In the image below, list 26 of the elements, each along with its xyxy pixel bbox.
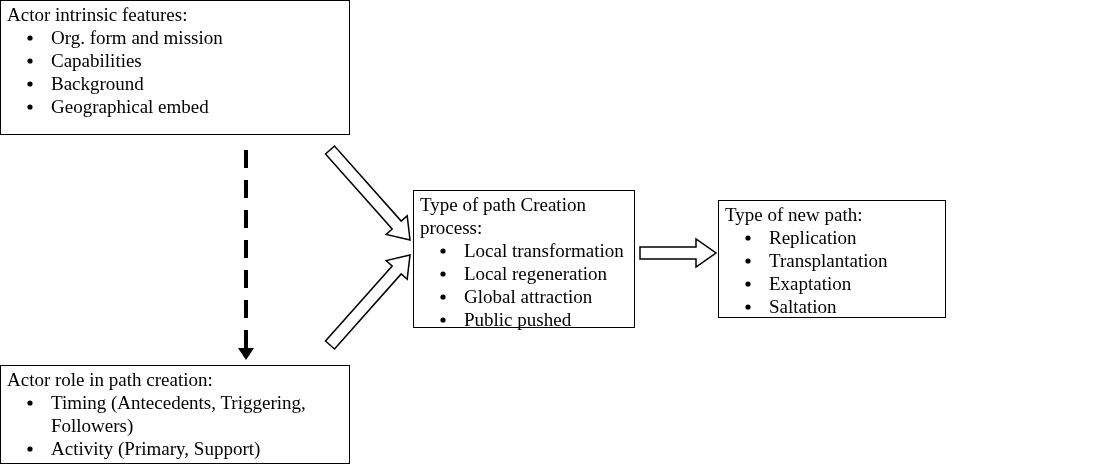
bullet-item: Transplantation: [743, 249, 939, 272]
bullet-item: Background: [25, 72, 343, 95]
bullet-item: Public pushed: [438, 308, 628, 331]
text-box: [0, 365, 350, 464]
bullet-item: Geographical embed: [25, 95, 343, 118]
text-box: [718, 200, 946, 318]
bullet-item: Local transformation: [438, 239, 628, 262]
box-heading: Type of path Creation process:: [420, 193, 587, 239]
block-arrow: [324, 144, 411, 241]
bullet-item: Timing (Antecedents, Triggering, Followers): [25, 391, 311, 437]
bullet-item: Global attraction: [438, 285, 628, 308]
text-box: [0, 0, 350, 135]
box-heading: Actor intrinsic features:: [7, 3, 189, 26]
box-heading: Actor role in path creation:: [7, 368, 214, 391]
text-box: [413, 190, 635, 328]
dashed-arrow: [238, 150, 254, 360]
box-heading: Type of new path:: [725, 203, 864, 226]
bullet-item: Exaptation: [743, 272, 939, 295]
bullet-item: Capabilities: [25, 49, 343, 72]
bullet-item: Activity (Primary, Support): [25, 437, 311, 460]
bullet-item: Replication: [743, 226, 939, 249]
bullet-item: Saltation: [743, 295, 939, 318]
block-arrow: [639, 237, 718, 269]
bullet-item: Org. form and mission: [25, 26, 343, 49]
bullet-item: Local regeneration: [438, 262, 628, 285]
block-arrow: [324, 254, 411, 351]
